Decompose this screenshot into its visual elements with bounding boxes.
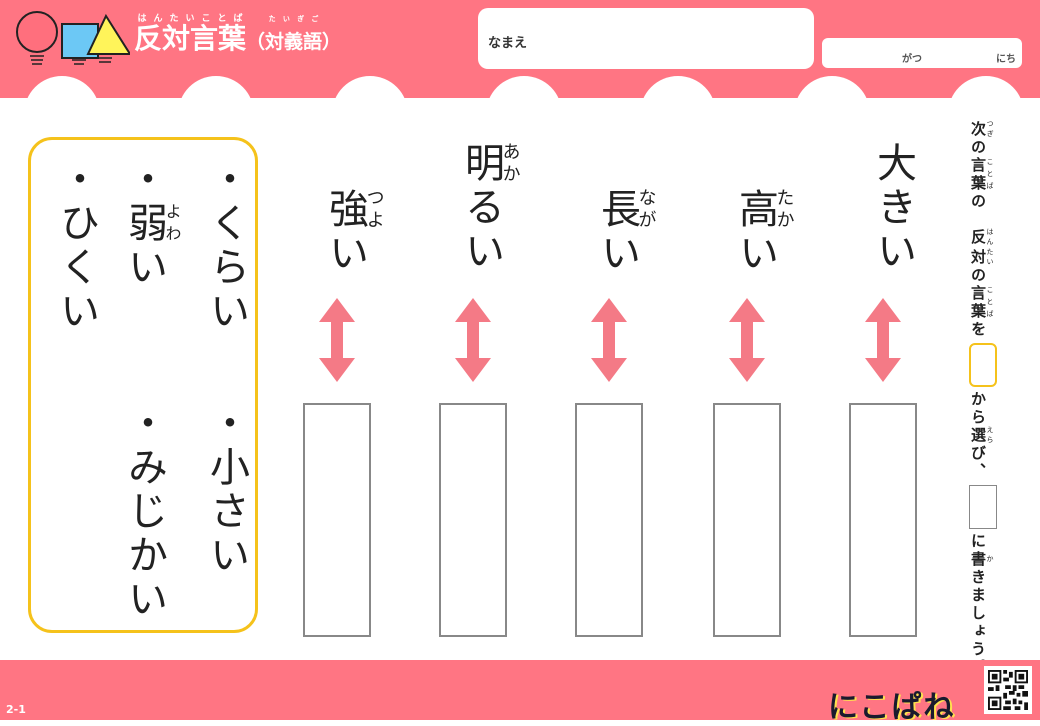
scallop <box>486 76 562 152</box>
day-label: にち <box>996 54 1016 65</box>
answer-box-4[interactable] <box>713 403 781 637</box>
choice-chiisai: ・小さい <box>203 402 249 578</box>
double-arrow-icon <box>591 298 627 382</box>
shape-characters-logo <box>16 11 130 65</box>
word-nagai: 長ながい <box>594 188 657 276</box>
month-label: がつ <box>902 54 922 65</box>
answer-box-3[interactable] <box>575 403 643 637</box>
scallop <box>948 76 1024 152</box>
choices-box: ・くらい ・小さい ・弱よわい ・みじかい ・ひくい <box>28 137 258 633</box>
page-number: 2-1 <box>6 703 26 716</box>
word-takai: 高たかい <box>732 188 795 276</box>
answer-box-symbol <box>968 485 997 529</box>
choice-kurai: ・くらい <box>203 158 249 334</box>
double-arrow-icon <box>455 298 491 382</box>
instruction-text: 次つぎの言葉ことばの 反対はんたいの言葉ことばをから選えらび、に書かきましょう。 <box>968 120 997 677</box>
brand-logo: にこぱね <box>828 690 956 725</box>
choices-box-symbol <box>968 343 997 387</box>
word-ookii: 大きい <box>870 142 916 274</box>
date-field[interactable]: がつ にち <box>822 38 1022 68</box>
word-akarui: 明あかるい <box>458 142 521 274</box>
scallop <box>794 76 870 152</box>
answer-box-1[interactable] <box>303 403 371 637</box>
scallop <box>640 76 716 152</box>
word-tsuyoi: 強つよい <box>322 188 385 276</box>
scallop <box>332 76 408 152</box>
choice-mijikai: ・みじかい <box>121 402 167 622</box>
choice-hikui: ・ひくい <box>53 158 99 334</box>
name-field[interactable]: なまえ <box>480 10 812 67</box>
answer-box-5[interactable] <box>849 403 917 637</box>
name-label: なまえ <box>488 36 528 51</box>
footer: 2-1 にこぱね <box>0 660 1040 725</box>
choice-yowai: ・弱よわい <box>121 158 182 290</box>
answer-box-2[interactable] <box>439 403 507 637</box>
header: 反対言葉はんたいことば（対義語たいぎご） なまえ がつ にち <box>0 0 1040 152</box>
double-arrow-icon <box>865 298 901 382</box>
page-title: 反対言葉はんたいことば（対義語たいぎご） <box>134 14 342 55</box>
double-arrow-icon <box>729 298 765 382</box>
double-arrow-icon <box>319 298 355 382</box>
qr-code-icon[interactable] <box>984 666 1032 714</box>
